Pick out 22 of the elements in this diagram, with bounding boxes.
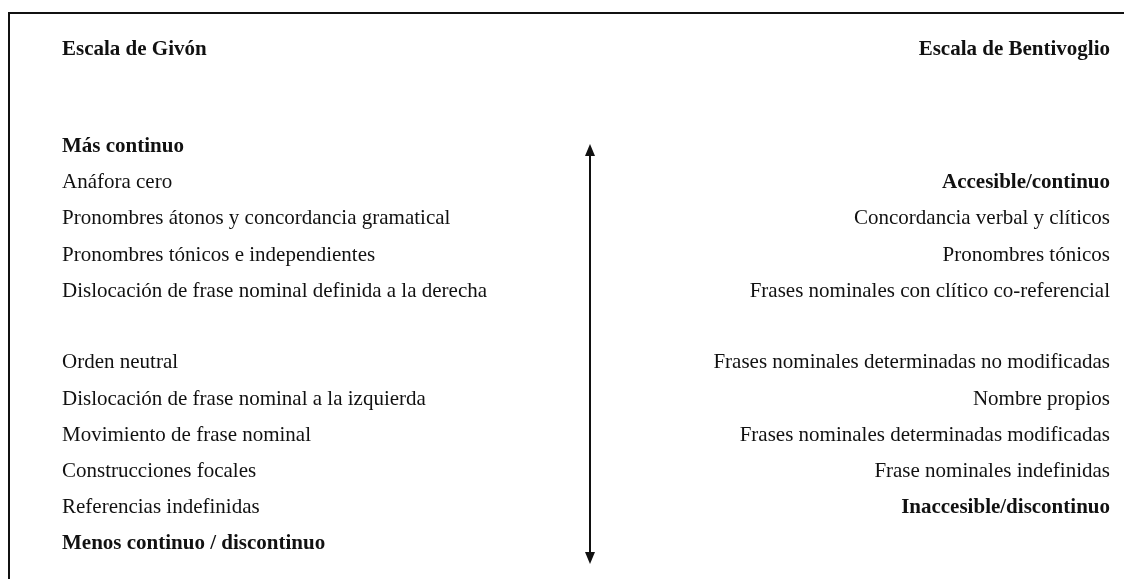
scale-item: Frases nominales determinadas modificadas xyxy=(739,421,1110,448)
scale-end-label: Inaccesible/discontinuo xyxy=(901,493,1110,520)
scale-item: Orden neutral xyxy=(62,348,179,375)
scale-item: Construcciones focales xyxy=(62,457,257,484)
scale-item: Pronombres tónicos e independientes xyxy=(62,241,376,268)
scale-end-label: Menos continuo / discontinuo xyxy=(62,529,326,556)
scale-item: Frases nominales con clítico co-referencial xyxy=(749,277,1110,304)
scale-item: Concordancia verbal y clíticos xyxy=(854,204,1110,231)
scale-item: Frases nominales determinadas no modificadas xyxy=(713,348,1110,375)
scale-item: Movimiento de frase nominal xyxy=(62,421,312,448)
scale-item: Nombre propios xyxy=(972,385,1110,412)
scale-item: Pronombres tónicos xyxy=(942,241,1110,268)
scale-item: Dislocación de frase nominal a la izquierda xyxy=(62,385,426,412)
scale-item: Referencias indefinidas xyxy=(62,493,260,520)
scale-item: Frase nominales indefinidas xyxy=(874,457,1110,484)
column-heading: Escala de Bentivoglio xyxy=(918,35,1110,62)
scale-end-label: Accesible/continuo xyxy=(942,168,1110,195)
column-heading: Escala de Givón xyxy=(62,35,207,62)
scale-item: Pronombres átonos y concordancia gramatical xyxy=(62,204,451,231)
scale-item: Anáfora cero xyxy=(62,168,173,195)
scale-end-label: Más continuo xyxy=(62,132,184,159)
scale-item: Dislocación de frase nominal definida a la derecha xyxy=(62,277,489,304)
